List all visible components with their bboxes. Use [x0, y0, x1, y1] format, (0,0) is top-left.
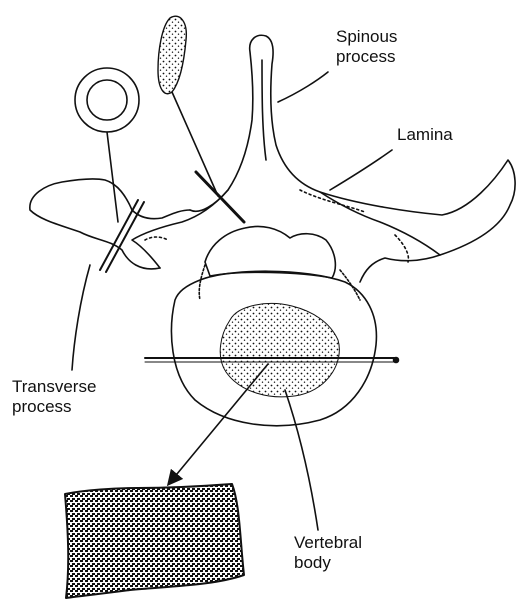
label-transverse-line-1: Transverse [12, 377, 96, 397]
section-pointer-transverse [107, 132, 118, 222]
vertebral-foramen [205, 226, 335, 278]
leader-transverse [72, 265, 90, 370]
spinous-process-ridge [262, 60, 266, 160]
transverse-cut-line-a [100, 200, 138, 270]
lamina-right [320, 192, 440, 255]
transverse-cross-section-inner [87, 80, 127, 120]
label-vertebral-body: Vertebral body [294, 533, 362, 573]
leader-lamina [330, 150, 392, 190]
label-transverse-process: Transverse process [12, 377, 96, 417]
label-vertebral-line-2: body [294, 553, 362, 573]
label-transverse-line-2: process [12, 397, 96, 417]
section-pointer-lamina [172, 92, 218, 196]
transverse-process-left [30, 179, 190, 269]
label-spinous-line-1: Spinous [336, 27, 397, 47]
lamina-cut-line [196, 172, 244, 222]
neural-arch [132, 35, 515, 282]
label-spinous-line-2: process [336, 47, 397, 67]
transverse-cross-section-outer [75, 68, 139, 132]
body-cross-section [65, 484, 244, 598]
section-arrow [172, 364, 268, 480]
lamina-cross-section [158, 16, 186, 93]
label-lamina: Lamina [397, 125, 453, 145]
vertebral-body-interior [220, 304, 339, 397]
label-spinous-process: Spinous process [336, 27, 397, 67]
label-lamina-line-1: Lamina [397, 125, 453, 145]
leader-spinous [278, 72, 328, 102]
leader-vertebral [285, 390, 318, 530]
label-vertebral-line-1: Vertebral [294, 533, 362, 553]
